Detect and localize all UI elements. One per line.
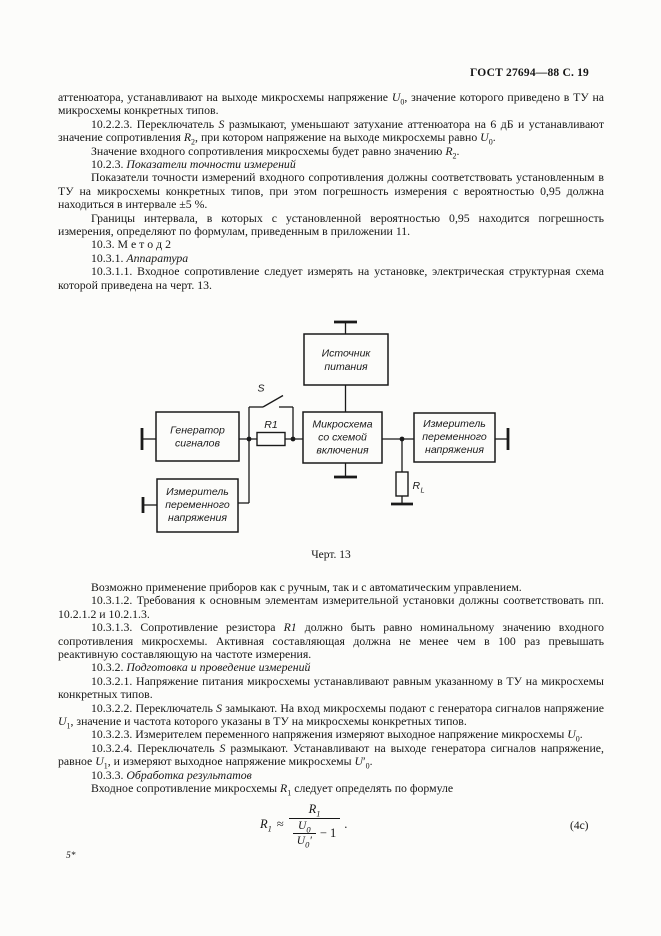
- figure-caption: Черт. 13: [311, 549, 351, 561]
- resistor-rl-label: R: [413, 480, 421, 492]
- switch-s-label: S: [257, 383, 264, 395]
- signal-generator-label: сигналов: [175, 438, 221, 450]
- paragraph: 10.3.2.2. Переключатель S замыкают. На в…: [58, 700, 604, 731]
- power-supply-box: [303, 333, 389, 386]
- signal-generator-label: Генератор: [170, 425, 225, 437]
- chip-common-terminal-icon: [334, 463, 357, 479]
- power-supply-label: Источник: [322, 348, 372, 360]
- resistor-r1-box: [256, 431, 286, 447]
- paragraph: Значение входного сопротивления микросхе…: [91, 143, 460, 160]
- formula-minus-one: − 1: [319, 826, 337, 840]
- power-supply-label: питания: [324, 361, 368, 373]
- input-meter-label: переменного: [165, 499, 230, 511]
- paragraph: 10.3.3. Обработка результатов: [91, 767, 252, 782]
- formula-fraction: R1 U0 U0′ − 1: [288, 802, 341, 849]
- resistor-r1-label: R1: [264, 419, 277, 431]
- chip-label: Микросхема: [312, 419, 372, 431]
- paragraph: 10.3.2.1. Напряжение питания микросхемы …: [58, 673, 604, 702]
- signal-generator-box: [155, 411, 240, 462]
- paragraph: 10.3. М е т о д 2: [91, 237, 171, 252]
- formula-inner-fraction: U0 U0′: [292, 820, 316, 849]
- paragraph: 10.3.2. Подготовка и проведение измерени…: [91, 660, 311, 675]
- input-meter-label: напряжения: [168, 512, 227, 524]
- paragraph: 10.3.1.1. Входное сопротивление следует …: [58, 264, 604, 292]
- formula-period: .: [344, 817, 348, 831]
- paragraph: 10.3.2.4. Переключатель S размыкают. Уст…: [58, 740, 604, 771]
- output-meter-label: переменного: [422, 431, 487, 443]
- formula-lhs: R1: [260, 817, 272, 834]
- paragraph: Возможно применение приборов как с ручны…: [91, 580, 522, 594]
- output-meter-label: напряжения: [425, 444, 484, 456]
- equation-number: (4c): [570, 820, 589, 832]
- input-meter-wire: [238, 439, 250, 504]
- bottom-text-block: Возможно применение приборов как с ручны…: [58, 580, 605, 798]
- page-header: ГОСТ 27694—88 С. 19: [470, 67, 589, 79]
- paragraph: 10.3.1.2. Требования к основным элемента…: [58, 593, 604, 621]
- formula-4c: R1 ≈ R1 U0 U0′ − 1 .: [260, 802, 348, 849]
- junction-dots: [246, 436, 405, 442]
- output-meter-label: Измеритель: [423, 418, 486, 430]
- resistor-rl: [391, 439, 413, 506]
- ac-voltmeter-output-box: [413, 412, 496, 463]
- paragraph: 10.2.3. Показатели точности измерений: [91, 157, 296, 172]
- paragraph: 10.3.2.3. Измерителем переменного напряж…: [91, 727, 583, 744]
- input-meter-terminal-icon: [141, 497, 157, 513]
- paragraph: Входное сопротивление микросхемы R1 след…: [91, 781, 454, 798]
- formula-relation: ≈: [276, 817, 284, 831]
- chip-box: [302, 411, 383, 464]
- chip-label: включения: [316, 445, 369, 457]
- paragraph: 10.3.1.3. Сопротивление резистора R1 дол…: [58, 620, 605, 662]
- paragraph: Границы интервала, в которых с установле…: [58, 210, 604, 239]
- supply-terminal-icon: [334, 320, 357, 334]
- paragraph: 10.2.2.3. Переключатель S размыкают, уме…: [58, 116, 604, 147]
- input-meter-label: Измеритель: [166, 486, 229, 498]
- top-text-block: аттенюатора, устанавливают на выходе мик…: [58, 90, 604, 292]
- paragraph: аттенюатора, устанавливают на выходе мик…: [58, 90, 604, 118]
- switch-s: [248, 394, 294, 439]
- resistor-rl-label-sub: L: [421, 486, 425, 495]
- page-footer-note: 5*: [66, 851, 76, 861]
- paragraph: Показатели точности измерений входного с…: [58, 170, 604, 212]
- paragraph: 10.3.1. Аппаратура: [91, 250, 189, 265]
- figure-13-schematic: Источник питания Генератор сигналов Микр…: [140, 320, 510, 533]
- chip-label: со схемой: [318, 432, 367, 444]
